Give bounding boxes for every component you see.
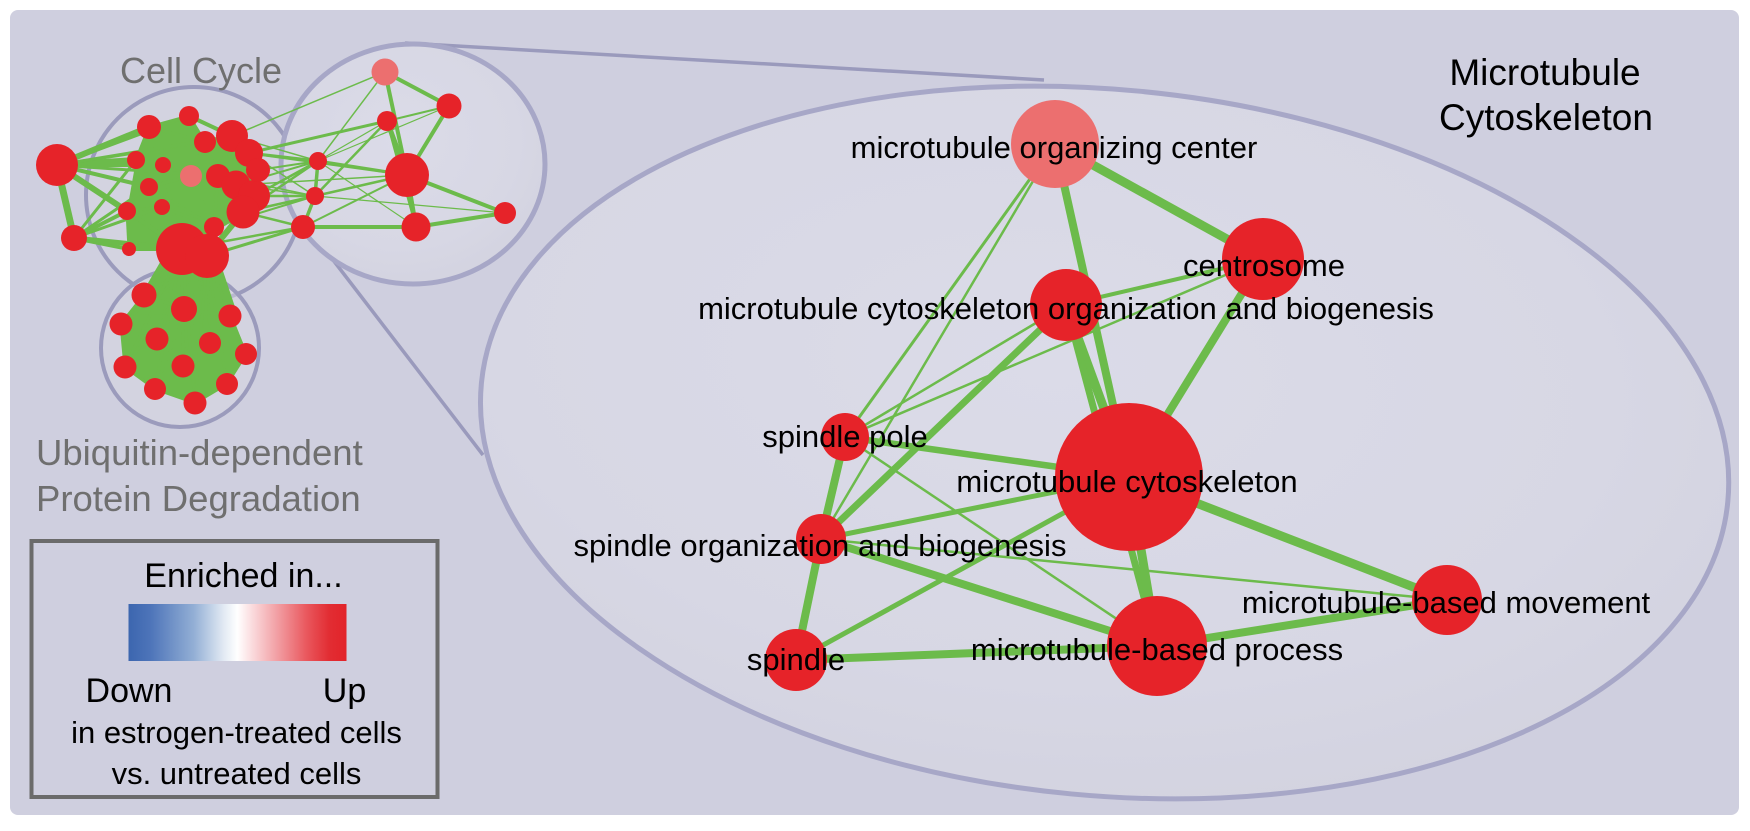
svg-text:in estrogen-treated cells: in estrogen-treated cells [71,715,402,750]
svg-text:microtubule-based movement: microtubule-based movement [1242,585,1651,620]
svg-text:Microtubule: Microtubule [1449,52,1640,93]
svg-text:microtubule cytoskeleton organ: microtubule cytoskeleton organization an… [698,291,1434,326]
svg-text:microtubule cytoskeleton: microtubule cytoskeleton [956,464,1297,499]
svg-text:spindle: spindle [747,642,845,677]
svg-text:Enriched in...: Enriched in... [144,557,342,595]
svg-text:microtubule-based process: microtubule-based process [971,632,1343,667]
svg-text:vs. untreated cells: vs. untreated cells [112,756,362,791]
svg-text:Up: Up [323,672,366,710]
svg-text:microtubule organizing center: microtubule organizing center [851,130,1258,165]
svg-text:spindle organization and bioge: spindle organization and biogenesis [574,528,1067,563]
svg-text:Cytoskeleton: Cytoskeleton [1439,97,1653,138]
svg-text:Ubiquitin-dependent: Ubiquitin-dependent [36,432,363,473]
svg-text:centrosome: centrosome [1183,248,1345,283]
svg-text:Down: Down [86,672,173,710]
svg-text:Protein Degradation: Protein Degradation [36,478,361,519]
svg-text:spindle pole: spindle pole [762,419,927,454]
svg-text:Cell Cycle: Cell Cycle [120,50,282,91]
